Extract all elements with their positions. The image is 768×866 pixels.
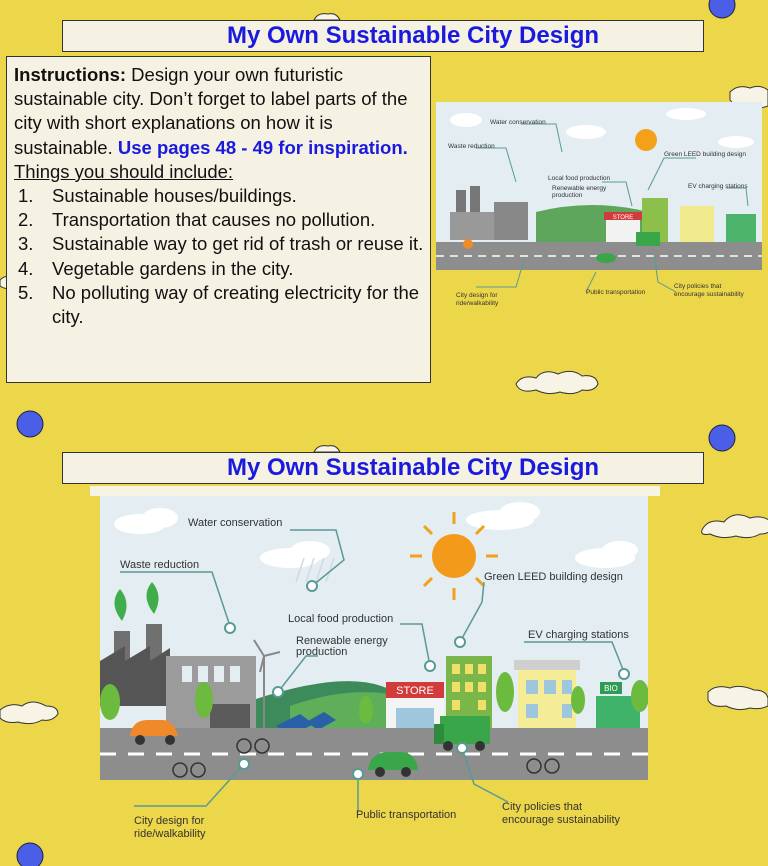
label-renewable-2: production	[552, 192, 583, 199]
slide2-strip	[90, 486, 660, 496]
slide1-title-bar: My Own Sustainable City Design	[62, 20, 704, 52]
trees	[100, 672, 648, 724]
road	[100, 728, 648, 780]
slide1-title: My Own Sustainable City Design	[226, 22, 600, 49]
label-city-design-1: City design for	[456, 292, 498, 299]
list-number: 3.	[18, 233, 34, 255]
instructions-panel: Instructions: Design your own futuristic…	[6, 56, 431, 383]
requirements-list: 1. Sustainable houses/buildings. 2. Transp…	[14, 184, 424, 329]
list-number: 5.	[18, 281, 34, 303]
label-public-transport: Public transportation	[586, 289, 646, 296]
label-local-food: Local food production	[548, 175, 611, 182]
blue-dot-decoration	[708, 0, 736, 19]
list-item: 5. No polluting way of creating electrici…	[14, 281, 424, 329]
list-number: 2.	[18, 209, 34, 231]
label-local-food: Local food production	[288, 613, 393, 625]
sun-icon	[410, 512, 498, 600]
label-renewable-1: Renewable energy	[552, 185, 607, 192]
label-water-conservation: Water conservation	[188, 517, 282, 529]
label-city-policies-2: encourage sustainability	[502, 814, 621, 826]
house-building	[514, 660, 580, 736]
slide2-title-bar: My Own Sustainable City Design	[62, 452, 704, 484]
sky-clouds	[114, 502, 638, 568]
label-waste-reduction: Waste reduction	[448, 143, 495, 150]
city-illustration-large: STORE BIO Wa	[100, 496, 648, 846]
slide2-title: My Own Sustainable City Design	[226, 454, 600, 481]
label-renewable-2: production	[296, 646, 347, 658]
sun-icon	[635, 129, 657, 151]
instructions-intro: Instructions: Design your own futuristic…	[14, 63, 424, 160]
list-item: 1. Sustainable houses/buildings.	[14, 184, 424, 208]
instructions-lead: Instructions:	[14, 64, 127, 85]
label-city-design-1: City design for	[134, 815, 205, 827]
city-illustration-small: STORE Water conservation Waste reduction…	[436, 102, 762, 312]
list-text: Vegetable gardens in the city.	[52, 257, 294, 279]
list-text: No polluting way of creating electricity…	[52, 281, 420, 328]
label-leader-lines	[120, 529, 625, 812]
list-text: Sustainable way to get rid of trash or r…	[52, 233, 424, 255]
list-text: Transportation that causes no pollution.	[52, 209, 376, 231]
instructions-highlight: Use pages 48 - 49 for inspiration.	[117, 136, 408, 158]
label-green-leed: Green LEED building design	[484, 571, 623, 583]
label-public-transport: Public transportation	[356, 809, 456, 821]
rain-lines	[295, 557, 335, 583]
list-item: 2. Transportation that causes no pollutio…	[14, 208, 424, 232]
label-city-design-2: ride/walkability	[134, 828, 206, 840]
store-sign: STORE	[613, 215, 634, 221]
blue-dot-decoration	[16, 410, 44, 438]
list-item: 4. Vegetable gardens in the city.	[14, 257, 424, 281]
label-waste-reduction: Waste reduction	[120, 559, 199, 571]
bio-sign: BIO	[604, 684, 618, 693]
blue-dot-decoration	[16, 842, 44, 866]
wind-turbine-icon	[253, 639, 281, 728]
label-ev-charging: EV charging stations	[528, 629, 629, 641]
label-water-conservation: Water conservation	[490, 119, 546, 126]
blue-dot-decoration	[708, 424, 736, 452]
label-city-policies-1: City policies that	[502, 801, 582, 813]
list-number: 4.	[18, 257, 34, 279]
green-car-icon	[368, 752, 418, 777]
label-city-policies-1: City policies that	[674, 283, 722, 290]
car-icon	[130, 720, 178, 745]
label-ev-charging: EV charging stations	[688, 183, 748, 190]
list-text: Sustainable houses/buildings.	[52, 185, 297, 207]
recycling-truck-icon	[434, 716, 490, 751]
bicycle-icon	[172, 738, 560, 778]
label-city-design-2: ride/walkability	[456, 300, 499, 307]
list-item: 3. Sustainable way to get rid of trash or…	[14, 232, 424, 256]
store-sign: STORE	[396, 685, 434, 697]
things-heading: Things you should include:	[14, 160, 234, 182]
label-city-policies-2: encourage sustainability	[674, 291, 744, 298]
label-green-leed: Green LEED building design	[664, 151, 746, 158]
instructions-text: Design your own futuristic sustainable c…	[14, 64, 408, 158]
list-number: 1.	[18, 185, 34, 207]
label-renewable-1: Renewable energy	[296, 635, 388, 647]
